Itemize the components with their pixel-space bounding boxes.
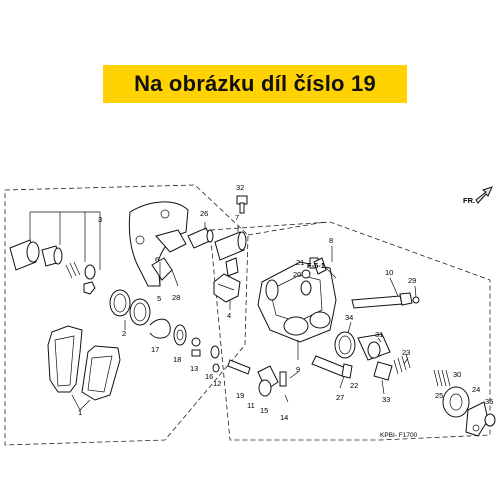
part-label-23: 23: [402, 348, 410, 357]
seal-rings: [109, 289, 171, 339]
small-hardware: [173, 324, 289, 403]
part-label-25: 25: [435, 391, 443, 400]
part-label-8: 8: [329, 236, 333, 245]
assembly-outline-caliper: [209, 221, 491, 441]
springs: [393, 296, 451, 387]
mounting-bolts: [311, 292, 413, 395]
banner-text: Na obrázku díl číslo 19: [134, 71, 376, 96]
diagram-code-label: KPBI- F1700: [380, 432, 418, 439]
piston-seal-group: [9, 211, 101, 295]
part-label-10: 10: [385, 268, 393, 277]
part-label-31: 31: [375, 330, 383, 339]
top-bolt: [236, 195, 248, 214]
part-label-11: 11: [247, 401, 255, 410]
part-label-5: 5: [157, 294, 161, 303]
caliper-bracket: [128, 201, 189, 287]
part-label-1: 1: [78, 408, 82, 417]
part-label-9: 9: [296, 365, 300, 374]
part-label-35: 35: [485, 397, 493, 406]
part-number-labels: 1 2 3 4 5 6 7 8 9 10 11 12 13 14 15 16 1…: [78, 183, 493, 422]
reference-label: F-5-1: [307, 261, 325, 270]
piston-boot-assembly: [334, 331, 391, 361]
part-label-13: 13: [190, 364, 198, 373]
part-label-20: 20: [293, 270, 301, 279]
part-label-6: 6: [155, 255, 159, 264]
part-label-22: 22: [350, 381, 358, 390]
part-label-15: 15: [260, 406, 268, 415]
part-label-24: 24: [472, 385, 480, 394]
part-label-26: 26: [200, 209, 208, 218]
slide-pins: [187, 227, 247, 277]
bleeder-valve: [301, 257, 327, 279]
part-label-3: 3: [98, 215, 102, 224]
direction-label: FR.: [463, 196, 475, 205]
part-label-17: 17: [151, 345, 159, 354]
leader-lines: [79, 222, 417, 412]
part-label-29: 29: [408, 276, 416, 285]
part-label-18: 18: [173, 355, 181, 364]
part-label-16: 16: [205, 372, 213, 381]
part-label-32: 32: [236, 183, 244, 192]
front-direction-arrow: FR.: [463, 186, 493, 205]
part-label-30: 30: [453, 370, 461, 379]
part-label-21: 21: [296, 258, 304, 267]
part-label-7: 7: [235, 213, 239, 222]
part-number-banner: Na obrázku díl číslo 19: [103, 65, 407, 103]
part-label-12: 12: [213, 379, 221, 388]
pad-spring: [213, 273, 241, 303]
part-label-34: 34: [345, 313, 353, 322]
part-label-2: 2: [122, 329, 126, 338]
part-label-27: 27: [336, 393, 344, 402]
caliper-body: [257, 257, 337, 343]
assembly-outline-left: [4, 184, 249, 446]
reference-line-top: [247, 221, 326, 236]
part-label-14: 14: [280, 413, 288, 422]
part-label-4: 4: [227, 311, 231, 320]
brake-pad-set: [47, 325, 121, 411]
part-label-19: 19: [236, 391, 244, 400]
parking-adjuster: [442, 386, 496, 437]
part-label-28: 28: [172, 293, 180, 302]
part-label-33: 33: [382, 395, 390, 404]
